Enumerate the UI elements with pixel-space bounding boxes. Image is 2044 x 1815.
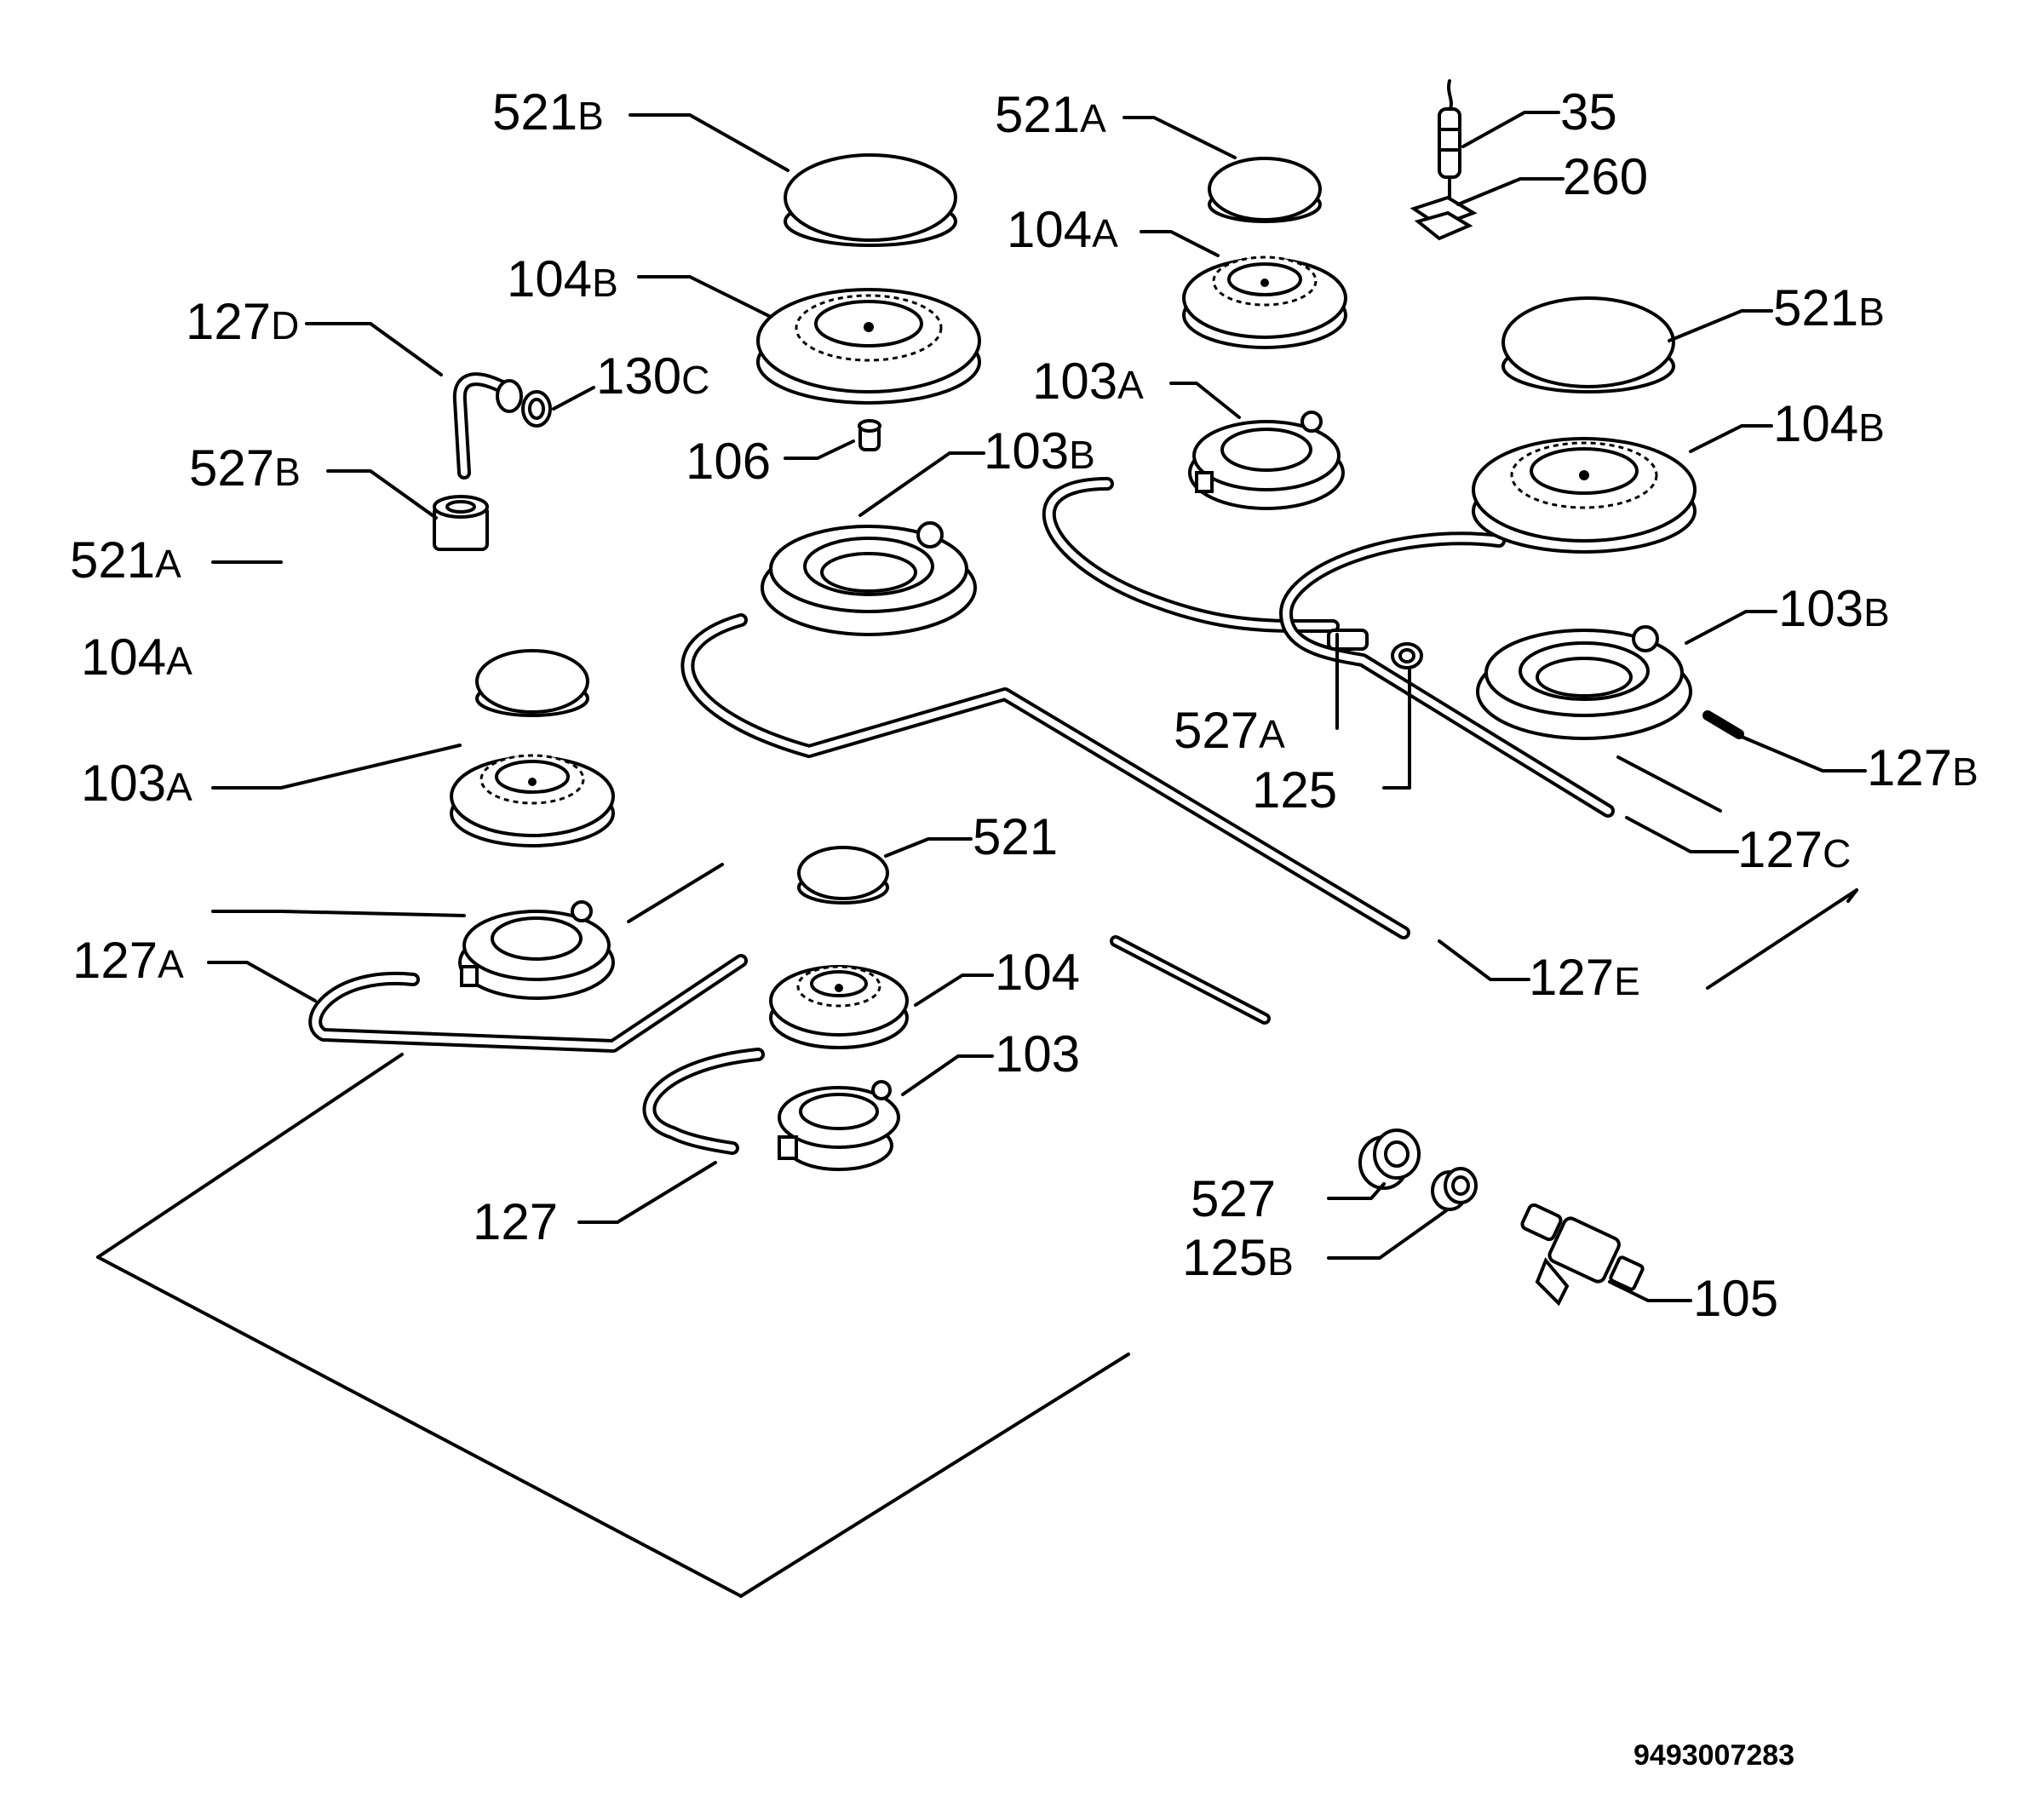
label-127B: 127B xyxy=(1867,739,1978,796)
burner-cap-521A-left xyxy=(475,649,589,717)
burner-cap-521B-left xyxy=(784,153,957,247)
label-104: 104 xyxy=(995,944,1080,1001)
burner-head-104 xyxy=(769,965,909,1049)
hob-outline xyxy=(96,755,1858,1598)
burner-base-103B-right xyxy=(1476,625,1692,740)
label-103A-top: 103A xyxy=(1032,353,1144,410)
nut-527A xyxy=(1327,629,1369,658)
label-527: 527 xyxy=(1191,1170,1276,1227)
label-35: 35 xyxy=(1560,83,1617,141)
label-127E: 127E xyxy=(1529,949,1640,1006)
burner-cap-521A-top xyxy=(1208,157,1322,223)
burner-cap-521B-right xyxy=(1501,296,1675,393)
seal-130C xyxy=(521,390,552,428)
gas-tubes xyxy=(308,477,1744,1155)
label-104B-right: 104B xyxy=(1773,395,1885,452)
burner-base-103 xyxy=(778,1080,900,1171)
label-127A: 127A xyxy=(72,932,184,989)
label-103A-left: 103A xyxy=(81,755,192,812)
leader-lines xyxy=(207,111,1867,1302)
label-103: 103 xyxy=(995,1025,1080,1083)
injector-106 xyxy=(858,419,881,451)
label-127D: 127D xyxy=(186,293,299,350)
ignition-electrode-35 xyxy=(1438,79,1461,202)
tube-127B-end xyxy=(1702,710,1744,739)
elbow-pipe-127D xyxy=(452,372,523,480)
label-260: 260 xyxy=(1563,148,1648,205)
label-105: 105 xyxy=(1693,1270,1778,1327)
label-521A-left: 521A xyxy=(70,531,181,589)
gas-valve-105 xyxy=(1520,1203,1645,1307)
label-104A-top: 104A xyxy=(1007,201,1118,258)
label-125: 125 xyxy=(1252,761,1337,818)
label-521B-left: 521B xyxy=(492,83,604,141)
nut-527 xyxy=(1358,1129,1421,1190)
part-labels: 521B 104B 127D 130C 527B 106 103B 521A 1… xyxy=(70,83,1978,1327)
label-127C: 127C xyxy=(1737,821,1851,878)
label-521: 521 xyxy=(973,808,1058,865)
seal-125B xyxy=(1431,1167,1478,1211)
label-527B: 527B xyxy=(189,439,301,497)
label-521A-top: 521A xyxy=(995,86,1106,143)
burner-head-104B-right xyxy=(1472,437,1697,554)
label-127: 127 xyxy=(473,1193,558,1250)
burner-head-104A-left xyxy=(450,754,615,847)
seal-125 xyxy=(1391,642,1423,669)
label-104B-left: 104B xyxy=(507,250,618,307)
burner-base-103A-top xyxy=(1188,411,1345,510)
label-125B: 125B xyxy=(1182,1229,1294,1286)
burner-cap-521 xyxy=(797,846,889,905)
label-103B-center: 103B xyxy=(984,422,1095,480)
label-521B-right: 521B xyxy=(1773,279,1885,336)
label-103B-right: 103B xyxy=(1778,580,1890,637)
label-104A-left: 104A xyxy=(81,629,192,686)
electrode-clip-260 xyxy=(1410,195,1478,241)
burner-head-104A-top xyxy=(1182,256,1347,349)
label-106: 106 xyxy=(686,433,771,490)
burner-head-104B-left xyxy=(756,288,981,405)
label-527A: 527A xyxy=(1174,702,1285,759)
document-number: 9493007283 xyxy=(1633,1739,1794,1772)
label-130C: 130C xyxy=(596,347,709,405)
burner-base-103A-left xyxy=(458,900,615,1000)
nut-527B xyxy=(433,495,489,551)
burner-base-103B-center xyxy=(761,521,977,636)
